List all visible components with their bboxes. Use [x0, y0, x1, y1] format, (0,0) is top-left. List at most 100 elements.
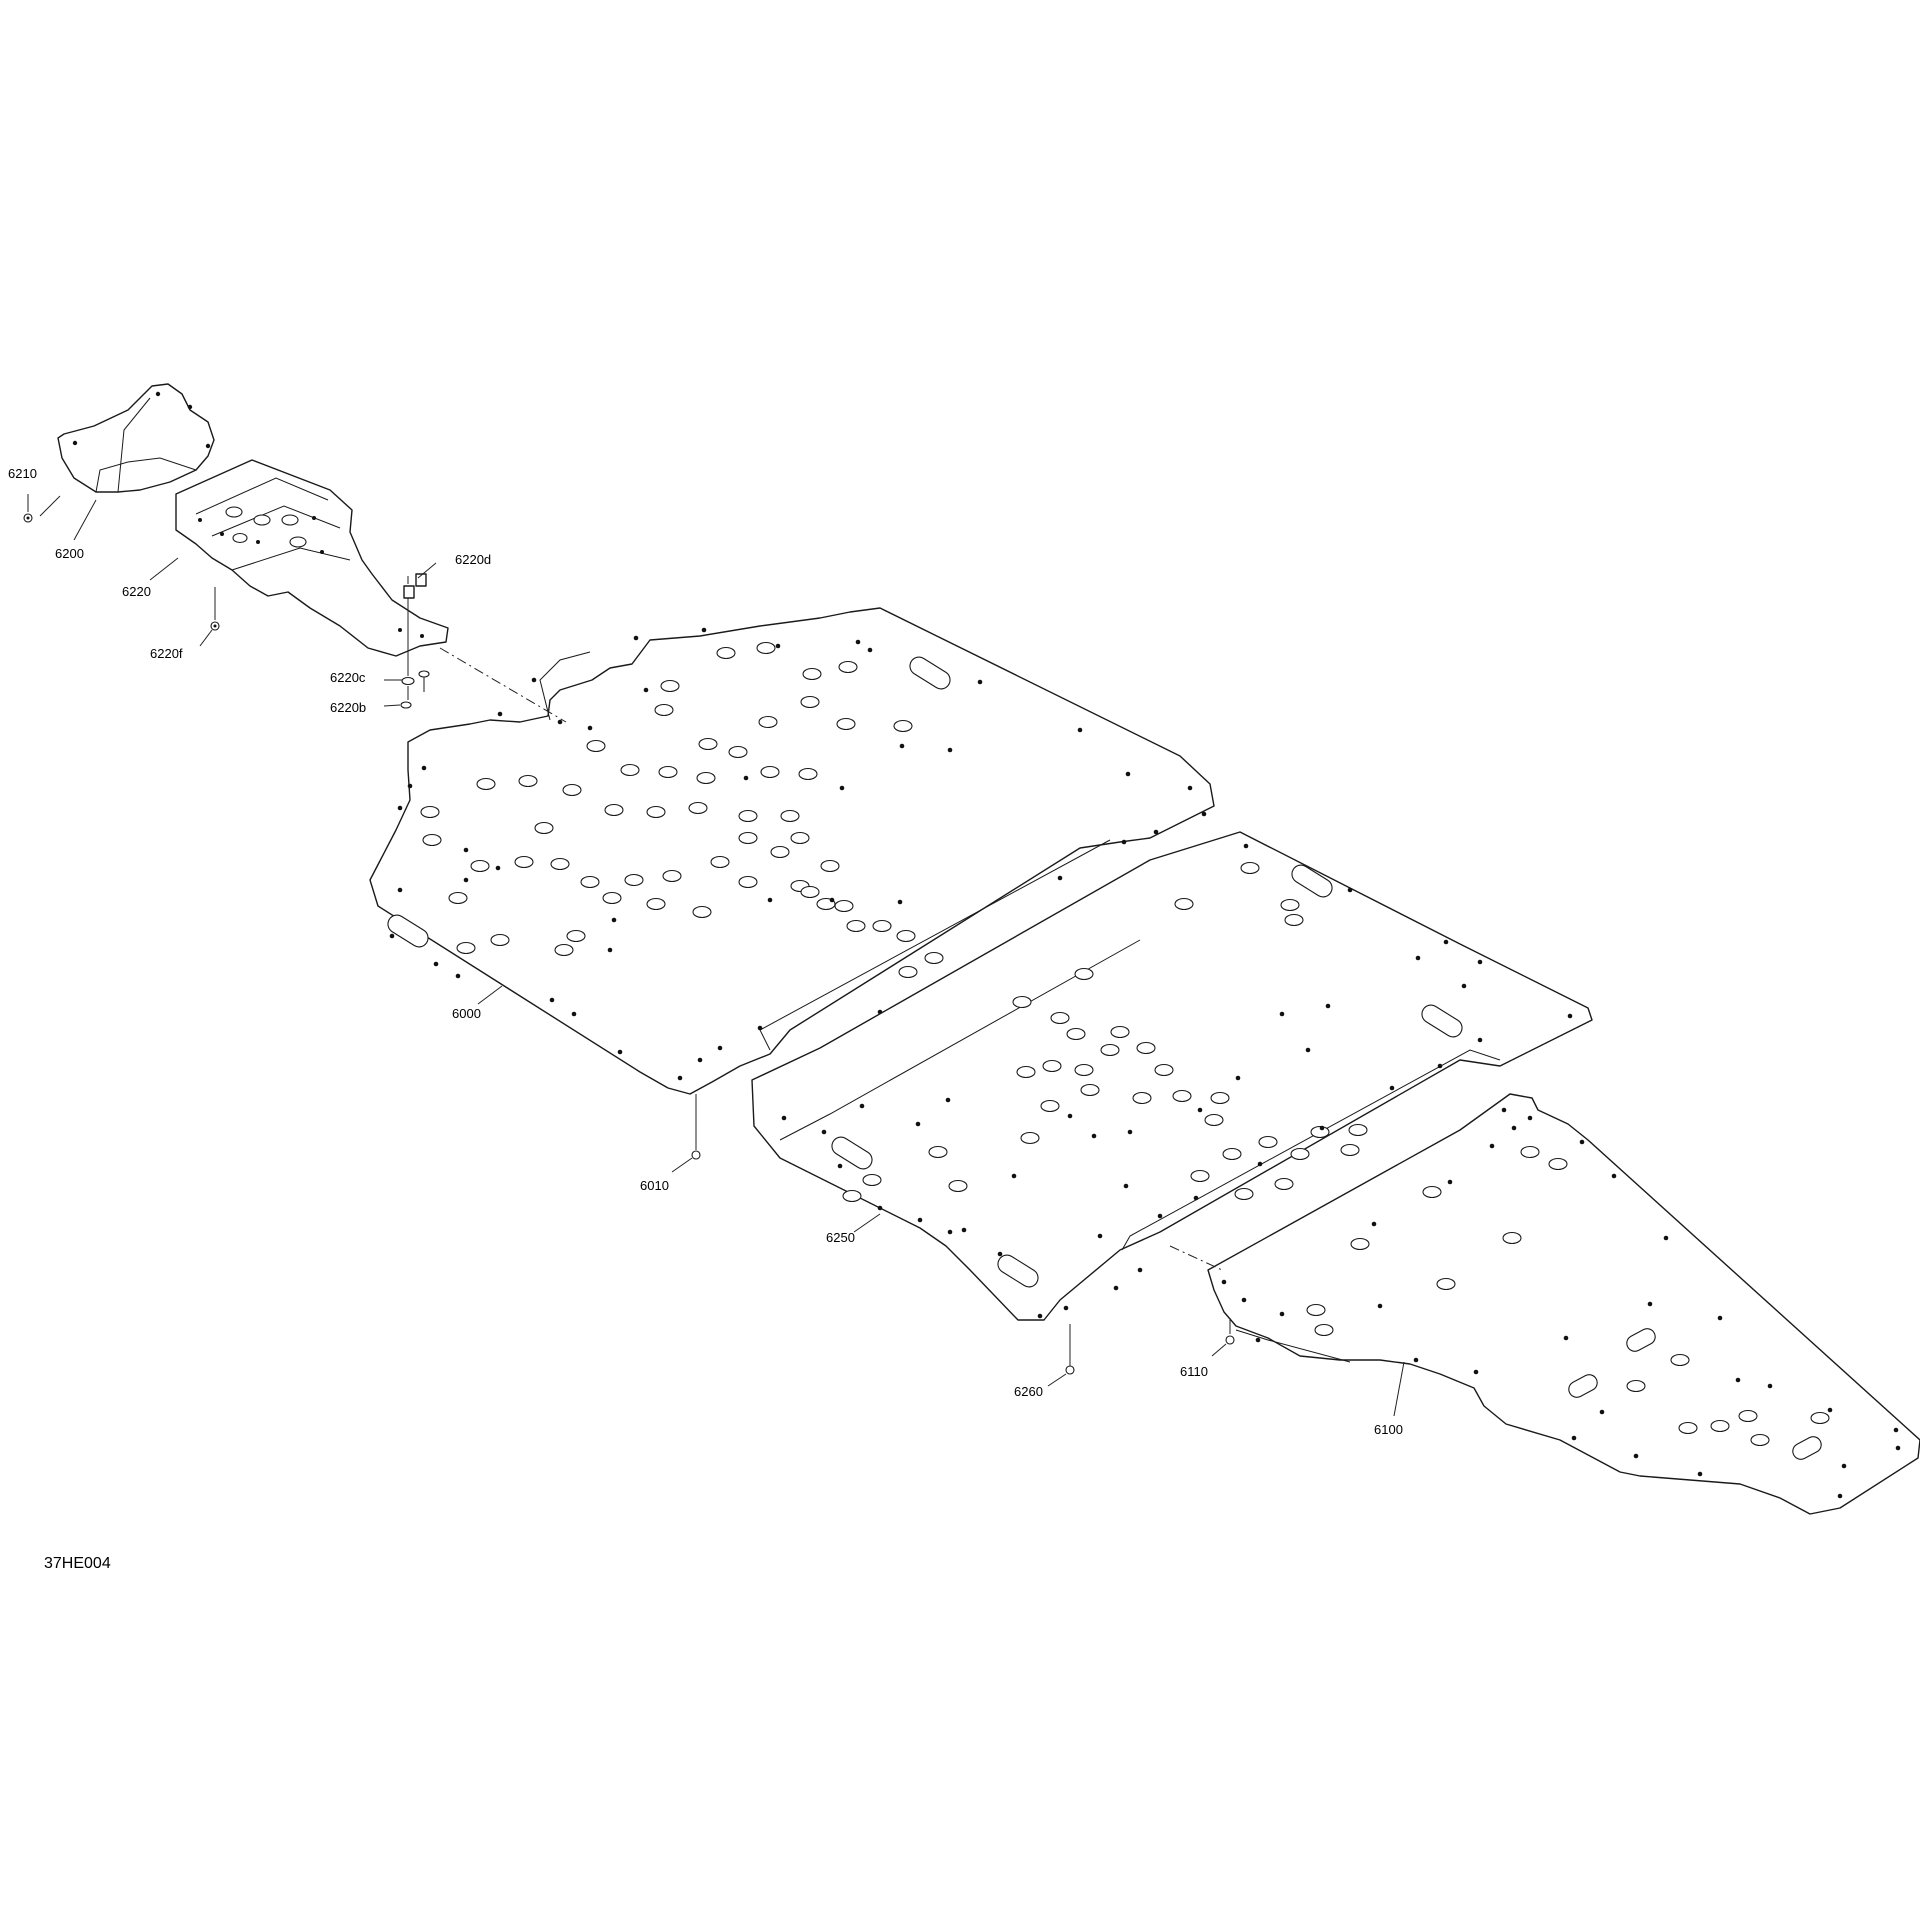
mounting-hole: [1548, 1157, 1568, 1171]
fastener-dot: [899, 743, 905, 749]
mounting-hole: [834, 899, 854, 913]
fastener-dot: [1437, 1063, 1443, 1069]
fastener-dot: [1717, 1315, 1723, 1321]
fastener-dot: [837, 1163, 843, 1169]
mounting-hole: [1422, 1185, 1442, 1199]
fastener-dot: [1735, 1377, 1741, 1383]
mounting-hole: [1284, 913, 1304, 927]
fastener-dot: [1097, 1233, 1103, 1239]
mounting-hole: [738, 831, 758, 845]
fastener-dot: [961, 1227, 967, 1233]
fastener-dot: [1477, 1037, 1483, 1043]
mounting-hole: [1074, 1063, 1094, 1077]
mounting-hole: [896, 929, 916, 943]
fastener-dot: [859, 1103, 865, 1109]
fastener-dot: [677, 1075, 683, 1081]
mounting-hole: [1306, 1303, 1326, 1317]
fastener-dot: [463, 847, 469, 853]
mounting-hole: [580, 875, 600, 889]
fastener-dot: [767, 897, 773, 903]
mounting-hole: [1670, 1353, 1690, 1367]
fastener-dot: [1077, 727, 1083, 733]
mounting-hole: [1100, 1043, 1120, 1057]
mounting-hole: [1174, 897, 1194, 911]
mounting-hole: [800, 695, 820, 709]
mounting-hole: [1020, 1131, 1040, 1145]
mounting-hole: [1314, 1323, 1334, 1337]
fastener-dot: [697, 1057, 703, 1063]
mounting-hole: [1222, 1147, 1242, 1161]
mounting-hole: [893, 719, 913, 733]
fastener-dot: [571, 1011, 577, 1017]
fastener-dot: [1837, 1493, 1843, 1499]
fastener-dot: [1157, 1213, 1163, 1219]
fastener-dot: [1413, 1357, 1419, 1363]
fastener-dot: [1389, 1085, 1395, 1091]
mounting-hole: [456, 941, 476, 955]
mounting-hole: [646, 897, 666, 911]
mounting-hole: [604, 803, 624, 817]
fastener-dot: [1243, 843, 1249, 849]
mounting-hole: [1066, 1027, 1086, 1041]
callout-6220b: 6220b: [330, 700, 366, 715]
mounting-hole: [1502, 1231, 1522, 1245]
mounting-hole: [820, 859, 840, 873]
callout-6250: 6250: [826, 1230, 855, 1245]
mounting-hole: [1204, 1113, 1224, 1127]
fastener-dot: [997, 1251, 1003, 1257]
fastener-dot: [557, 719, 563, 725]
mounting-hole: [738, 809, 758, 823]
mounting-hole: [758, 715, 778, 729]
mounting-hole: [562, 783, 582, 797]
mounting-hole: [1710, 1419, 1730, 1433]
fastener-dot: [1461, 983, 1467, 989]
leader-lines: [27, 494, 1405, 1417]
mounting-hole: [842, 1189, 862, 1203]
fastener-dot: [1127, 1129, 1133, 1135]
fastener-dot: [1827, 1407, 1833, 1413]
fastener-dot: [829, 897, 835, 903]
mounting-hole: [802, 667, 822, 681]
skid-plate-6200: [57, 383, 215, 493]
mounting-hole: [790, 831, 810, 845]
fastener-dot: [781, 1115, 787, 1121]
mounting-hole: [1110, 1025, 1130, 1039]
callout-6220d: 6220d: [455, 552, 491, 567]
hardware-6220c-6220b: [400, 670, 430, 709]
callout-6210: 6210: [8, 466, 37, 481]
fastener-dot: [607, 947, 613, 953]
mounting-hole: [692, 905, 712, 919]
mounting-hole: [716, 646, 736, 660]
mounting-hole: [1172, 1089, 1192, 1103]
mounting-hole: [420, 805, 440, 819]
fastener-dot: [1067, 1113, 1073, 1119]
fastener-dot: [1201, 811, 1207, 817]
fastener-dot: [495, 865, 501, 871]
fastener-dot: [917, 1217, 923, 1223]
fastener-dot: [1527, 1115, 1533, 1121]
fastener-dot: [1567, 1013, 1573, 1019]
fastener-dot: [1221, 1279, 1227, 1285]
fastener-dot: [867, 647, 873, 653]
fastener-dot: [877, 1205, 883, 1211]
fastener-dot: [397, 805, 403, 811]
mounting-hole: [862, 1173, 882, 1187]
fastener-dot: [947, 747, 953, 753]
mounting-hole: [696, 771, 716, 785]
fastener-dot: [1279, 1011, 1285, 1017]
fastener-dot: [1319, 1125, 1325, 1131]
fastener-dot: [463, 877, 469, 883]
fastener-dot: [977, 679, 983, 685]
floor-panel-6100: [1207, 1093, 1920, 1515]
mounting-hole: [872, 919, 892, 933]
fastener-dot: [421, 765, 427, 771]
mounting-hole: [1190, 1169, 1210, 1183]
fastener-dot: [1841, 1463, 1847, 1469]
fastener-dot: [1325, 1003, 1331, 1009]
fastener-dot: [1501, 1107, 1507, 1113]
fastener-dot: [1153, 829, 1159, 835]
fastener-dot: [1197, 1107, 1203, 1113]
mounting-hole: [1350, 1237, 1370, 1251]
fastener-dot: [1377, 1303, 1383, 1309]
